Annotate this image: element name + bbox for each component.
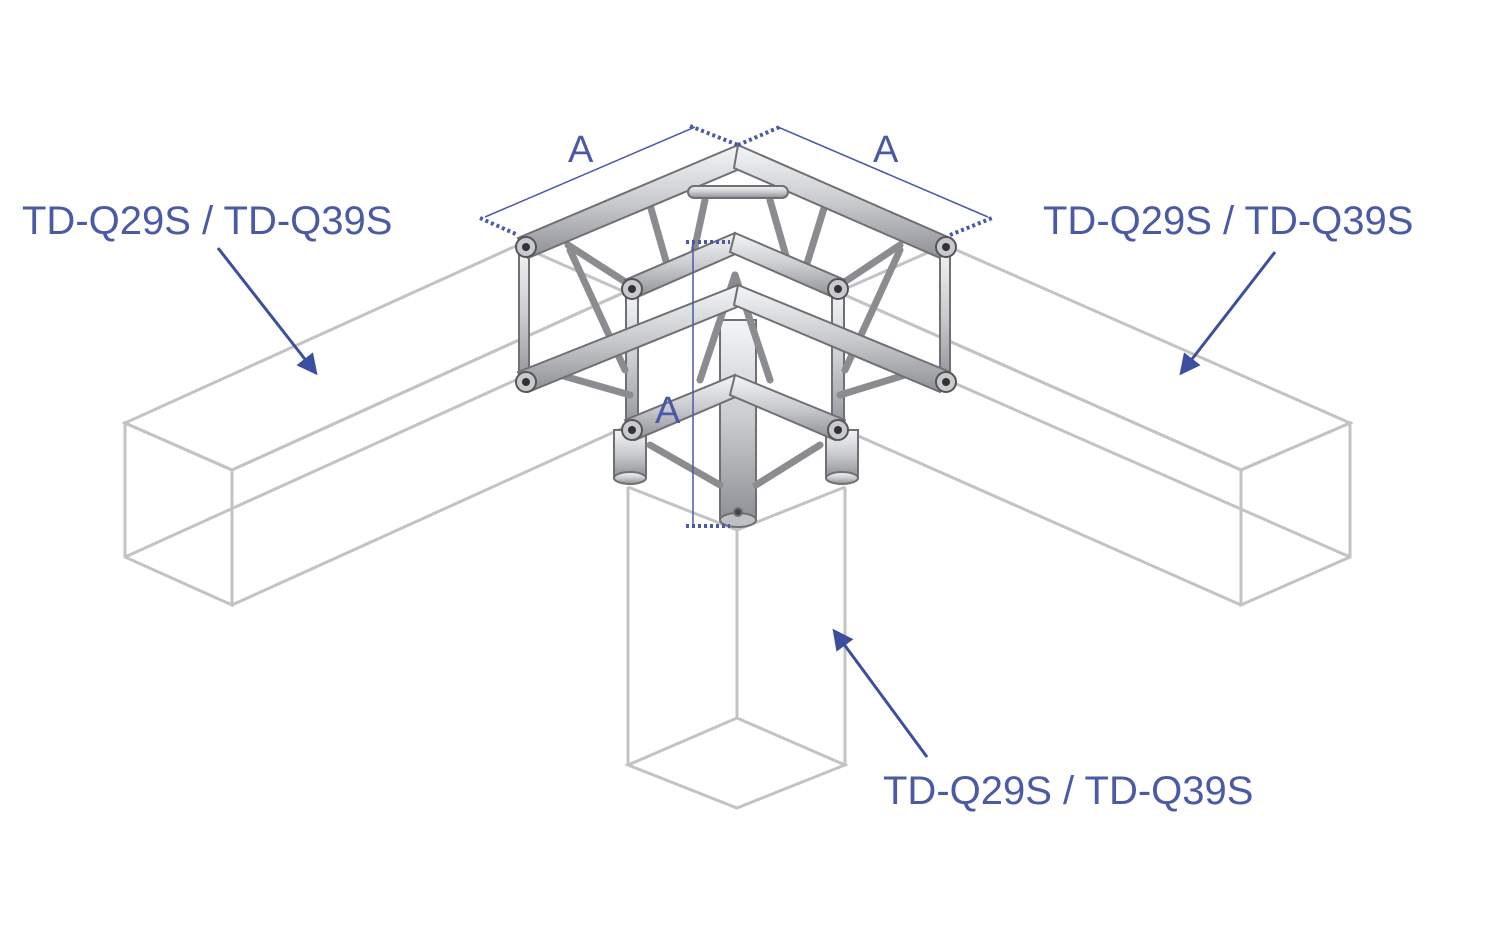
left-truss-label: TD-Q29S / TD-Q39S (22, 199, 393, 243)
pointer-arrows (216, 247, 1277, 758)
right-truss-label: TD-Q29S / TD-Q39S (1043, 199, 1414, 243)
dimension-label-left: A (568, 129, 594, 171)
left-arrow (216, 247, 318, 376)
upper-chords (516, 143, 952, 300)
truss-corner-piece (515, 143, 957, 528)
bottom-truss-label: TD-Q29S / TD-Q39S (883, 769, 1254, 813)
dimension-line-right (777, 126, 989, 218)
dimension-line-left (484, 126, 696, 218)
right-truss-outline (834, 243, 1354, 608)
dimension-label-right: A (873, 129, 899, 171)
dimension-label-height: A (655, 390, 681, 432)
bottom-arrow (832, 628, 929, 758)
bottom-truss-outline (624, 485, 849, 810)
central-spigot (719, 319, 757, 528)
lower-chords (516, 283, 952, 442)
left-truss-outline (121, 243, 629, 608)
lower-spigots (613, 429, 859, 485)
right-arrow (1179, 251, 1277, 376)
dimension-lines (479, 124, 993, 528)
